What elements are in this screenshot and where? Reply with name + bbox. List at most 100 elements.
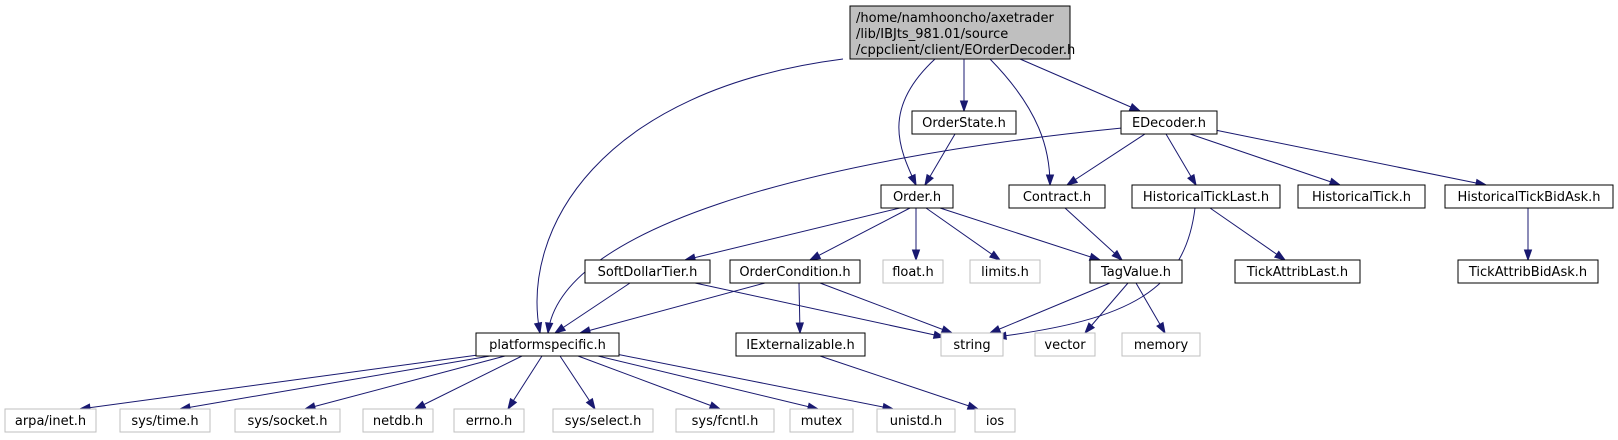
arrowhead-iexternalizable-to-ios	[966, 401, 980, 410]
node-histticklast-label: HistoricalTickLast.h	[1143, 190, 1269, 205]
node-mutex-box	[789, 408, 854, 433]
edge-order-to-ordercondition	[809, 207, 911, 261]
node-arpainet-box	[4, 408, 97, 433]
node-tickattribbidask[interactable]: TickAttribBidAsk.h	[1457, 259, 1599, 284]
edge-ordercondition-to-string	[819, 282, 953, 334]
edge-edecoder-to-contract	[1066, 133, 1146, 186]
edge-histticklast-to-string	[995, 207, 1196, 338]
edge-platformspecific-to-systime	[179, 355, 491, 410]
arrowhead-histtickbidask-to-tickattribbidask	[1523, 249, 1533, 262]
node-sysfcntl: sys/fcntl.h	[675, 408, 775, 433]
edge-order-to-tagvalue	[939, 207, 1101, 261]
edge-platformspecific-to-arpainet	[79, 354, 479, 410]
node-platformspecific[interactable]: platformspecific.h	[475, 332, 620, 357]
node-orderstate-label: OrderState.h	[922, 116, 1006, 131]
node-arpainet-label: arpa/inet.h	[15, 414, 86, 429]
edge-root-to-contract	[989, 58, 1051, 186]
arrowhead-ordercondition-to-iexternalizable	[795, 322, 804, 335]
node-float-label: float.h	[892, 265, 934, 280]
node-arpainet: arpa/inet.h	[4, 408, 97, 433]
node-softdollartier-label: SoftDollarTier.h	[598, 265, 698, 280]
node-ordercondition[interactable]: OrderCondition.h	[729, 259, 861, 284]
node-memory: memory	[1121, 332, 1201, 357]
node-order[interactable]: Order.h	[880, 184, 954, 209]
node-limits: limits.h	[969, 259, 1041, 284]
arrowhead-edecoder-to-histtick	[1328, 177, 1342, 186]
node-syssocket-label: sys/socket.h	[247, 414, 327, 429]
arrowhead-root-to-edecoder	[1128, 102, 1142, 112]
node-order-box	[880, 184, 954, 209]
arrowhead-edecoder-to-contract	[1065, 175, 1079, 186]
edge-edecoder-to-histtick	[1189, 133, 1341, 186]
arrowhead-contract-to-tagvalue	[1111, 249, 1124, 262]
node-netdb-label: netdb.h	[373, 414, 423, 429]
node-iexternalizable-box	[735, 332, 866, 357]
node-tickattriblast-label: TickAttribLast.h	[1246, 265, 1348, 280]
node-tagvalue[interactable]: TagValue.h	[1089, 259, 1183, 284]
node-unistd-label: unistd.h	[890, 414, 943, 429]
arrowhead-edecoder-to-histticklast	[1187, 173, 1197, 187]
arrowhead-histticklast-to-tickattriblast	[1273, 250, 1287, 261]
edge-platformspecific-to-unistd	[615, 353, 894, 410]
node-systime-label: sys/time.h	[131, 414, 198, 429]
node-contract-label: Contract.h	[1023, 190, 1091, 205]
node-sysselect-label: sys/select.h	[565, 414, 642, 429]
node-float-box	[882, 259, 944, 284]
node-mutex-label: mutex	[801, 414, 843, 429]
node-string-box	[940, 332, 1004, 357]
node-string: string	[940, 332, 1004, 357]
node-tickattriblast-box	[1234, 259, 1361, 284]
node-ios-label: ios	[986, 414, 1005, 429]
node-histtickbidask-label: HistoricalTickBidAsk.h	[1457, 190, 1600, 205]
arrowhead-platformspecific-to-errno	[507, 397, 518, 411]
node-vector-label: vector	[1044, 338, 1086, 353]
node-platformspecific-box	[475, 332, 620, 357]
node-netdb-box	[362, 408, 434, 433]
edge-root-to-edecoder	[1019, 58, 1141, 112]
node-root[interactable]: /home/namhooncho/axetrader/lib/IBJts_981…	[849, 5, 1075, 60]
node-orderstate-box	[911, 110, 1017, 135]
node-layer: /home/namhooncho/axetrader/lib/IBJts_981…	[4, 5, 1614, 433]
edge-order-to-softdollartier	[684, 207, 901, 261]
node-histtickbidask[interactable]: HistoricalTickBidAsk.h	[1444, 184, 1614, 209]
edge-edecoder-to-platformspecific	[547, 127, 1123, 334]
node-edecoder-box	[1120, 110, 1218, 135]
node-platformspecific-label: platformspecific.h	[489, 338, 606, 353]
node-histtickbidask-box	[1444, 184, 1614, 209]
edge-platformspecific-to-sysselect	[559, 355, 596, 410]
node-memory-box	[1121, 332, 1201, 357]
node-root-box	[849, 5, 1071, 60]
edge-platformspecific-to-sysfcntl	[577, 355, 721, 410]
node-errno-box	[453, 408, 525, 433]
node-histticklast-box	[1131, 184, 1281, 209]
node-ordercondition-box	[729, 259, 861, 284]
node-histticklast[interactable]: HistoricalTickLast.h	[1131, 184, 1281, 209]
edge-edecoder-to-histtickbidask	[1214, 129, 1487, 186]
node-memory-label: memory	[1134, 338, 1189, 353]
node-mutex: mutex	[789, 408, 854, 433]
node-histtick[interactable]: HistoricalTick.h	[1297, 184, 1426, 209]
node-edecoder[interactable]: EDecoder.h	[1120, 110, 1218, 135]
edge-softdollartier-to-string	[694, 282, 945, 338]
node-iexternalizable[interactable]: IExternalizable.h	[735, 332, 866, 357]
arrowhead-order-to-ordercondition	[808, 251, 822, 261]
node-sysselect-box	[552, 408, 654, 433]
node-histtick-label: HistoricalTick.h	[1312, 190, 1411, 205]
arrowhead-platformspecific-to-netdb	[413, 400, 427, 410]
node-string-label: string	[953, 338, 990, 353]
arrowhead-root-to-contract	[1045, 174, 1055, 187]
arrowhead-root-to-orderstate	[959, 100, 969, 113]
node-tickattriblast[interactable]: TickAttribLast.h	[1234, 259, 1361, 284]
edge-root-to-platformspecific	[536, 58, 844, 334]
node-sysfcntl-box	[675, 408, 775, 433]
node-float: float.h	[882, 259, 944, 284]
arrowhead-order-to-tagvalue	[1088, 252, 1102, 261]
node-contract[interactable]: Contract.h	[1008, 184, 1106, 209]
edge-order-to-limits	[925, 207, 1001, 261]
node-orderstate[interactable]: OrderState.h	[911, 110, 1017, 135]
node-errno: errno.h	[453, 408, 525, 433]
node-vector-box	[1034, 332, 1096, 357]
node-softdollartier[interactable]: SoftDollarTier.h	[584, 259, 711, 284]
arrowhead-ordercondition-to-string	[940, 325, 954, 334]
